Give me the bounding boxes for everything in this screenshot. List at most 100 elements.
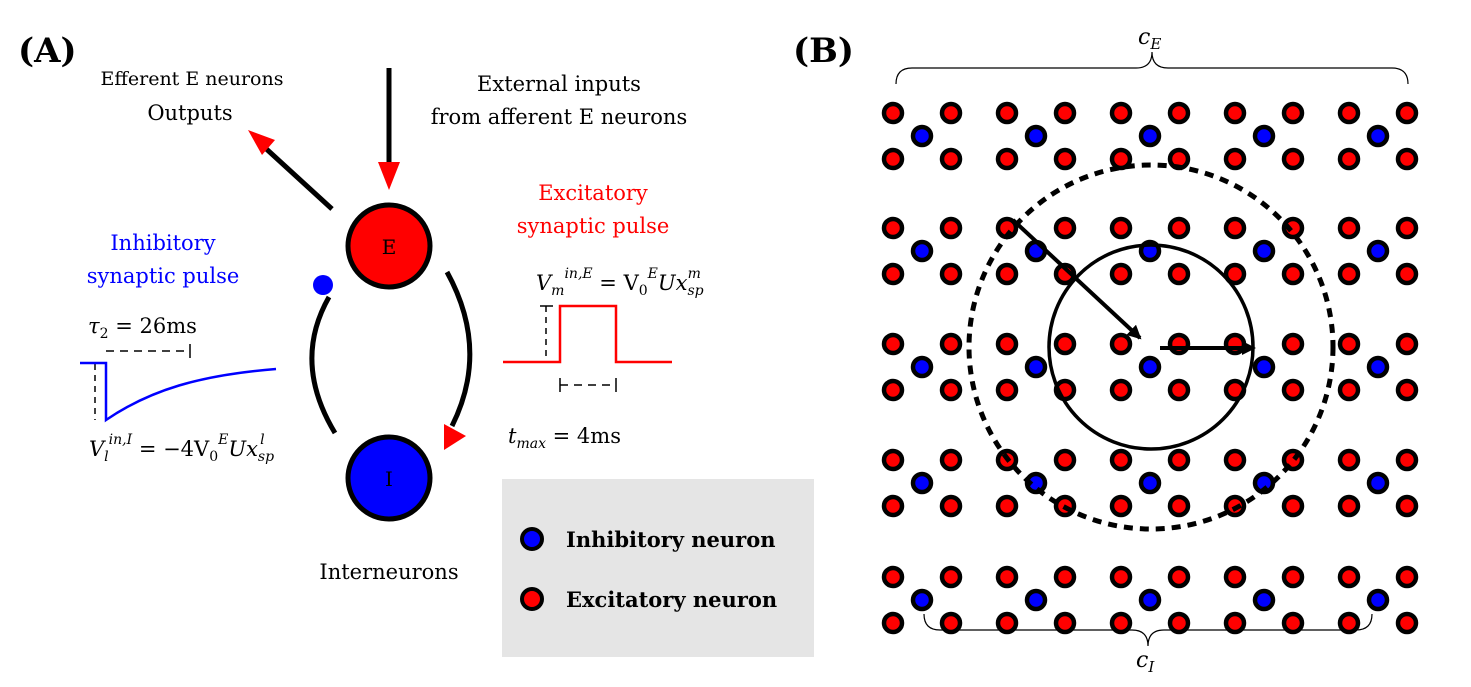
- excitatory-neuron: [881, 216, 905, 240]
- excitatory-neuron: [1109, 147, 1133, 171]
- excitatory-neuron: [1281, 101, 1305, 125]
- excitatory-neuron: [1395, 332, 1419, 356]
- inhibitory-neuron: [910, 124, 934, 148]
- excitatory-neuron: [1109, 332, 1133, 356]
- excitatory-neuron: [881, 611, 905, 635]
- excitatory-neuron: [1223, 332, 1247, 356]
- excitatory-neuron: [939, 332, 963, 356]
- inhibitory-neuron: [1024, 124, 1048, 148]
- inhib-label-line2: synaptic pulse: [87, 264, 240, 288]
- excitatory-neuron: [939, 378, 963, 402]
- excitatory-neuron: [1223, 611, 1247, 635]
- i-neuron-node: [345, 434, 433, 522]
- excitatory-neuron: [1337, 494, 1361, 518]
- excitatory-neuron: [1395, 378, 1419, 402]
- tmax-formula: tmax = 4ms: [508, 424, 621, 452]
- output-arrow-shaft: [260, 143, 334, 211]
- inhibitory-neuron: [1138, 355, 1162, 379]
- inhibitory-neuron: [1138, 588, 1162, 612]
- inhibitory-terminal-dot: [313, 275, 333, 295]
- excitatory-neuron: [1337, 611, 1361, 635]
- inhibitory-neuron: [1024, 588, 1048, 612]
- legend-box: [502, 479, 814, 657]
- panel-a: (A) Efferent E neurons Outputs External …: [18, 31, 814, 657]
- excitatory-neuron: [1337, 332, 1361, 356]
- vm-formula: Vmin,E = V0EUxspm: [536, 266, 704, 299]
- top-brace: [895, 51, 1409, 85]
- excitatory-neuron: [1109, 378, 1133, 402]
- inhibitory-neuron: [910, 471, 934, 495]
- excitatory-neuron: [1167, 494, 1191, 518]
- inhibitory-neuron: [910, 355, 934, 379]
- bottom-brace: [923, 613, 1373, 647]
- excitatory-neuron: [1223, 565, 1247, 589]
- excitatory-neuron: [1167, 262, 1191, 286]
- excitatory-neuron: [1281, 378, 1305, 402]
- excitatory-neuron: [1167, 332, 1191, 356]
- i-node-label: I: [385, 467, 393, 491]
- excitatory-neuron: [1281, 565, 1305, 589]
- excitatory-neuron: [1167, 611, 1191, 635]
- excitatory-neuron: [881, 448, 905, 472]
- inhibitory-neuron: [1024, 355, 1048, 379]
- inhibitory-neuron: [1366, 588, 1390, 612]
- excitatory-neuron: [1053, 101, 1077, 125]
- e-node-label: E: [382, 235, 397, 259]
- legend-excitatory-swatch: [520, 587, 544, 611]
- excitatory-neuron: [1337, 216, 1361, 240]
- excitatory-neuron: [881, 494, 905, 518]
- excitatory-neuron: [1053, 147, 1077, 171]
- excitatory-neuron: [939, 216, 963, 240]
- excitatory-neuron: [1395, 494, 1419, 518]
- excitatory-neuron: [995, 494, 1019, 518]
- excitatory-neuron: [1281, 494, 1305, 518]
- excitatory-neuron: [1223, 448, 1247, 472]
- neuron-lattice: [881, 101, 1419, 635]
- panel-a-label: (A): [18, 31, 77, 71]
- excitatory-neuron: [1109, 101, 1133, 125]
- panel-b-label: (B): [793, 31, 854, 71]
- excitatory-neuron: [1223, 262, 1247, 286]
- excitatory-neuron: [1053, 216, 1077, 240]
- excitatory-neuron: [1281, 216, 1305, 240]
- excitatory-neuron: [1337, 378, 1361, 402]
- excitatory-neuron: [1281, 262, 1305, 286]
- inhibitory-neuron: [1366, 471, 1390, 495]
- excitatory-neuron: [1337, 262, 1361, 286]
- inhibitory-neuron: [1252, 588, 1276, 612]
- i-to-e-arc: [309, 295, 338, 435]
- excitatory-neuron: [995, 565, 1019, 589]
- external-label-line2: from afferent E neurons: [431, 105, 687, 129]
- vl-formula: Vlin,I = −4V0EUxspl: [89, 432, 274, 465]
- excitatory-neuron: [1281, 147, 1305, 171]
- excitatory-neuron: [1223, 101, 1247, 125]
- input-arrowhead: [378, 162, 400, 190]
- excitatory-neuron: [1167, 448, 1191, 472]
- excitatory-neuron: [995, 611, 1019, 635]
- excitatory-neuron: [1109, 494, 1133, 518]
- excitatory-neuron: [1053, 332, 1077, 356]
- excitatory-neuron: [1395, 565, 1419, 589]
- radius-arrow-diagonal: [1011, 218, 1142, 340]
- excitatory-neuron: [1053, 611, 1077, 635]
- bottom-brace-label: cI: [1136, 648, 1155, 676]
- inhibitory-neuron: [1366, 355, 1390, 379]
- legend-inhibitory-swatch: [520, 527, 544, 551]
- inhibitory-neuron: [1366, 239, 1390, 263]
- excitatory-neuron: [1395, 216, 1419, 240]
- excitatory-neuron: [1223, 147, 1247, 171]
- excitatory-neuron: [881, 378, 905, 402]
- excitatory-neuron: [995, 262, 1019, 286]
- inhibitory-neuron: [1252, 239, 1276, 263]
- excitatory-neuron: [1395, 101, 1419, 125]
- excit-label-line2: synaptic pulse: [517, 214, 670, 238]
- excitatory-neuron: [1053, 565, 1077, 589]
- inhibitory-neuron: [1252, 124, 1276, 148]
- excitatory-neuron: [1337, 147, 1361, 171]
- excitatory-neuron: [939, 611, 963, 635]
- tau-formula: τ2 = 26ms: [88, 314, 197, 342]
- excitatory-neuron: [939, 448, 963, 472]
- excitatory-neuron: [1395, 262, 1419, 286]
- excitatory-neuron: [1109, 216, 1133, 240]
- inhibitory-neuron: [1138, 471, 1162, 495]
